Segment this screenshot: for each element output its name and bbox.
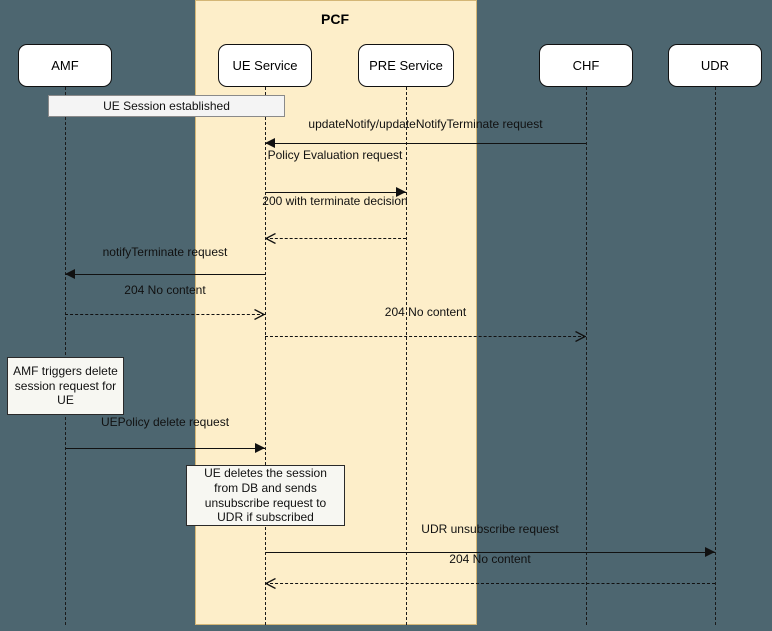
- message-label-msg-update-notify: updateNotify/updateNotifyTerminate reque…: [308, 116, 543, 131]
- arrowhead-msg-uepolicy-delete: [255, 443, 265, 453]
- arrowhead-msg-notify-terminate: [65, 269, 75, 279]
- lifeline-chf: [586, 87, 587, 625]
- group-title-pcf: PCF: [321, 11, 349, 27]
- message-line-msg-uepolicy-delete: [65, 448, 265, 449]
- message-line-msg-204-udr: [265, 583, 715, 584]
- message-line-msg-204-chf: [265, 336, 586, 337]
- note-ue-session-established: UE Session established: [48, 95, 285, 117]
- note-amf-triggers-delete: AMF triggers delete session request for …: [7, 357, 124, 415]
- message-line-msg-udr-unsubscribe: [265, 552, 715, 553]
- participant-chf[interactable]: CHF: [539, 44, 633, 87]
- message-label-msg-uepolicy-delete: UEPolicy delete request: [100, 414, 230, 429]
- message-label-msg-200-terminate-decision: 200 with terminate decision: [262, 193, 408, 208]
- arrowhead-msg-200-terminate-decision: [265, 232, 276, 244]
- message-label-msg-204-amf: 204 No content: [124, 282, 206, 297]
- arrowhead-msg-update-notify: [265, 138, 275, 148]
- lifeline-ue-service: [265, 87, 266, 625]
- participant-udr[interactable]: UDR: [668, 44, 762, 87]
- message-label-msg-policy-evaluation: Policy Evaluation request: [267, 147, 403, 162]
- message-line-msg-notify-terminate: [65, 274, 265, 275]
- message-line-msg-policy-evaluation: [265, 192, 406, 193]
- message-label-msg-204-udr: 204 No content: [449, 551, 531, 566]
- message-line-msg-200-terminate-decision: [265, 238, 406, 239]
- arrowhead-msg-udr-unsubscribe: [705, 547, 715, 557]
- message-label-msg-notify-terminate: notifyTerminate request: [102, 244, 228, 259]
- message-line-msg-update-notify: [265, 143, 586, 144]
- participant-amf[interactable]: AMF: [18, 44, 112, 87]
- participant-pre-service[interactable]: PRE Service: [358, 44, 454, 87]
- arrowhead-msg-204-udr: [265, 577, 276, 589]
- arrowhead-msg-policy-evaluation: [396, 187, 406, 197]
- note-ue-deletes-session: UE deletes the session from DB and sends…: [186, 465, 345, 526]
- lifeline-pre-service: [406, 87, 407, 625]
- participant-ue-service[interactable]: UE Service: [218, 44, 312, 87]
- arrowhead-msg-204-chf: [575, 330, 586, 342]
- message-line-msg-204-amf: [65, 314, 265, 315]
- arrowhead-msg-204-amf: [254, 308, 265, 320]
- message-label-msg-udr-unsubscribe: UDR unsubscribe request: [421, 521, 559, 536]
- lifeline-udr: [715, 87, 716, 625]
- lifeline-amf: [65, 87, 66, 625]
- message-label-msg-204-chf: 204 No content: [384, 304, 467, 319]
